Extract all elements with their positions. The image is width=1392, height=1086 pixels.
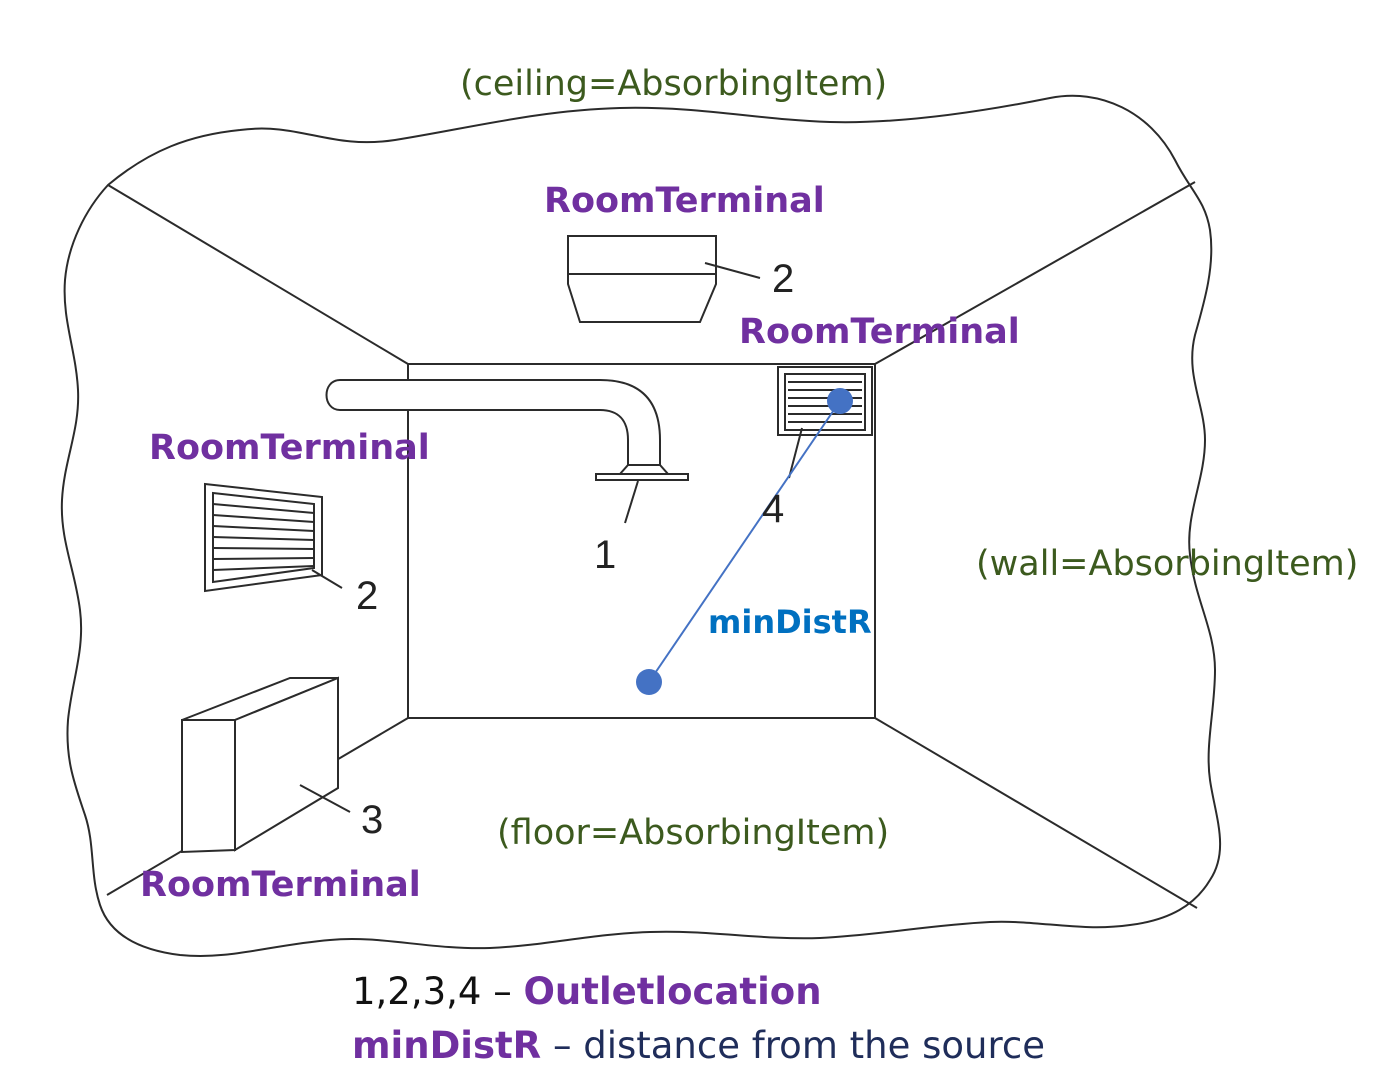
number-back-wall-grille: 4	[762, 487, 784, 531]
legend-line-1-prefix: 1,2,3,4 –	[352, 970, 523, 1013]
edge-bottom-right	[874, 717, 1198, 909]
left-wall-grille-icon	[204, 482, 323, 593]
ceiling-label: (ceiling=AbsorbingItem)	[460, 64, 887, 104]
receiver-point	[636, 669, 662, 695]
edge-top-left	[107, 184, 409, 365]
legend-line-1: 1,2,3,4 – Outletlocation	[352, 970, 822, 1013]
legend-line-2: minDistR – distance from the source	[352, 1024, 1045, 1067]
legend-min-dist-term: minDistR	[352, 1024, 541, 1067]
leader-back-wall-grille	[788, 427, 803, 479]
back-wall	[407, 363, 876, 719]
distance-label: minDistR	[708, 603, 872, 641]
leader-left-wall-grille	[311, 569, 343, 589]
terminal-label-ceiling: RoomTerminal	[544, 181, 825, 221]
terminal-label-floor-unit: RoomTerminal	[140, 865, 421, 905]
floor-unit-icon	[181, 676, 339, 854]
distance-line	[648, 400, 841, 683]
number-ceiling-diffuser: 1	[594, 533, 616, 577]
number-floor-unit: 3	[361, 798, 383, 842]
legend-outlet-location-term: Outletlocation	[523, 970, 821, 1013]
legend-line-2-suffix: – distance from the source	[541, 1024, 1045, 1067]
leader-diffuser	[624, 480, 639, 524]
terminal-label-back-wall: RoomTerminal	[739, 312, 1020, 352]
terminal-label-left-wall: RoomTerminal	[149, 428, 430, 468]
source-point	[827, 388, 853, 414]
room-outline	[60, 94, 1222, 957]
ceiling-outlet-icon	[567, 235, 717, 323]
leader-floor-unit	[299, 784, 351, 813]
number-left-wall-grille: 2	[356, 574, 378, 618]
duct-diffuser-icon	[325, 379, 689, 481]
edge-top-right	[874, 181, 1196, 365]
number-ceiling-outlet: 2	[772, 257, 794, 301]
leader-ceiling-outlet	[704, 262, 761, 279]
floor-label: (floor=AbsorbingItem)	[497, 813, 889, 853]
wall-label: (wall=AbsorbingItem)	[976, 544, 1358, 584]
